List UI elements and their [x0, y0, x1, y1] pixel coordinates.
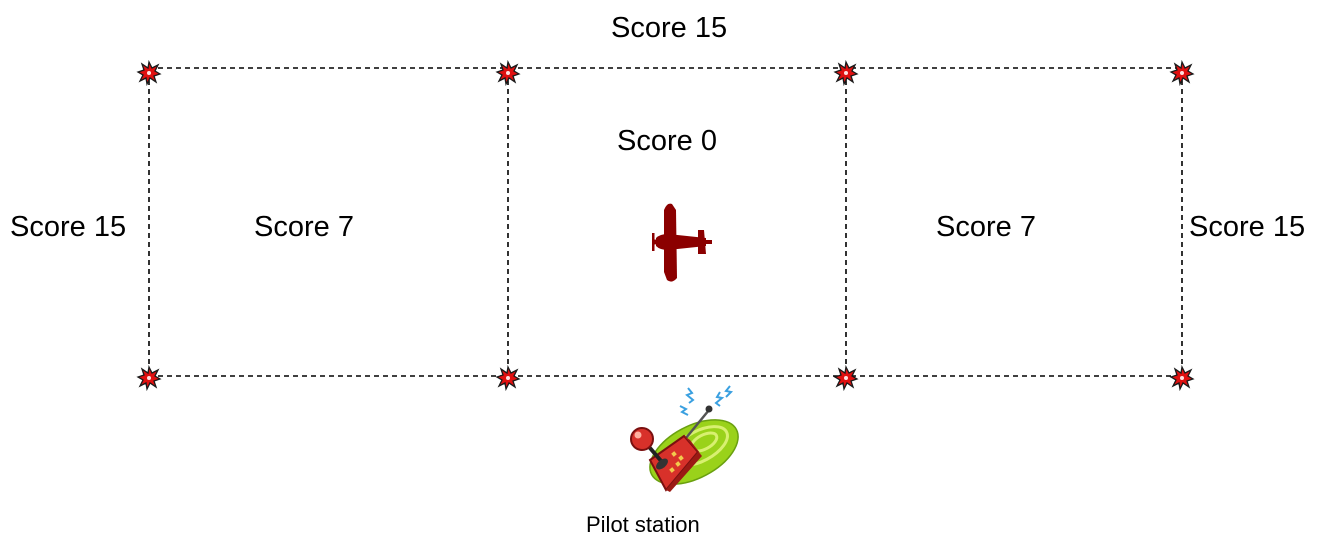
radio-controller-icon — [630, 385, 739, 492]
center-zone-score-label: Score 0 — [617, 125, 717, 157]
right-zone-score-label: Score 7 — [936, 211, 1036, 243]
starburst-marker-icon — [496, 366, 520, 390]
pilot-station-label: Pilot station — [586, 512, 700, 537]
starburst-marker-icon — [1170, 366, 1194, 390]
top-score-label: Score 15 — [611, 12, 728, 44]
left-zone-score-label: Score 7 — [254, 211, 354, 243]
starburst-marker-icon — [1170, 61, 1194, 85]
right-score-label: Score 15 — [1189, 211, 1306, 243]
left-score-label: Score 15 — [10, 211, 127, 243]
starburst-marker-icon — [834, 61, 858, 85]
starburst-marker-icon — [496, 61, 520, 85]
field-boundary-lines — [148, 67, 1183, 377]
starburst-marker-icon — [137, 61, 161, 85]
starburst-marker-icon — [834, 366, 858, 390]
starburst-marker-icon — [137, 366, 161, 390]
airplane-icon — [652, 203, 712, 282]
